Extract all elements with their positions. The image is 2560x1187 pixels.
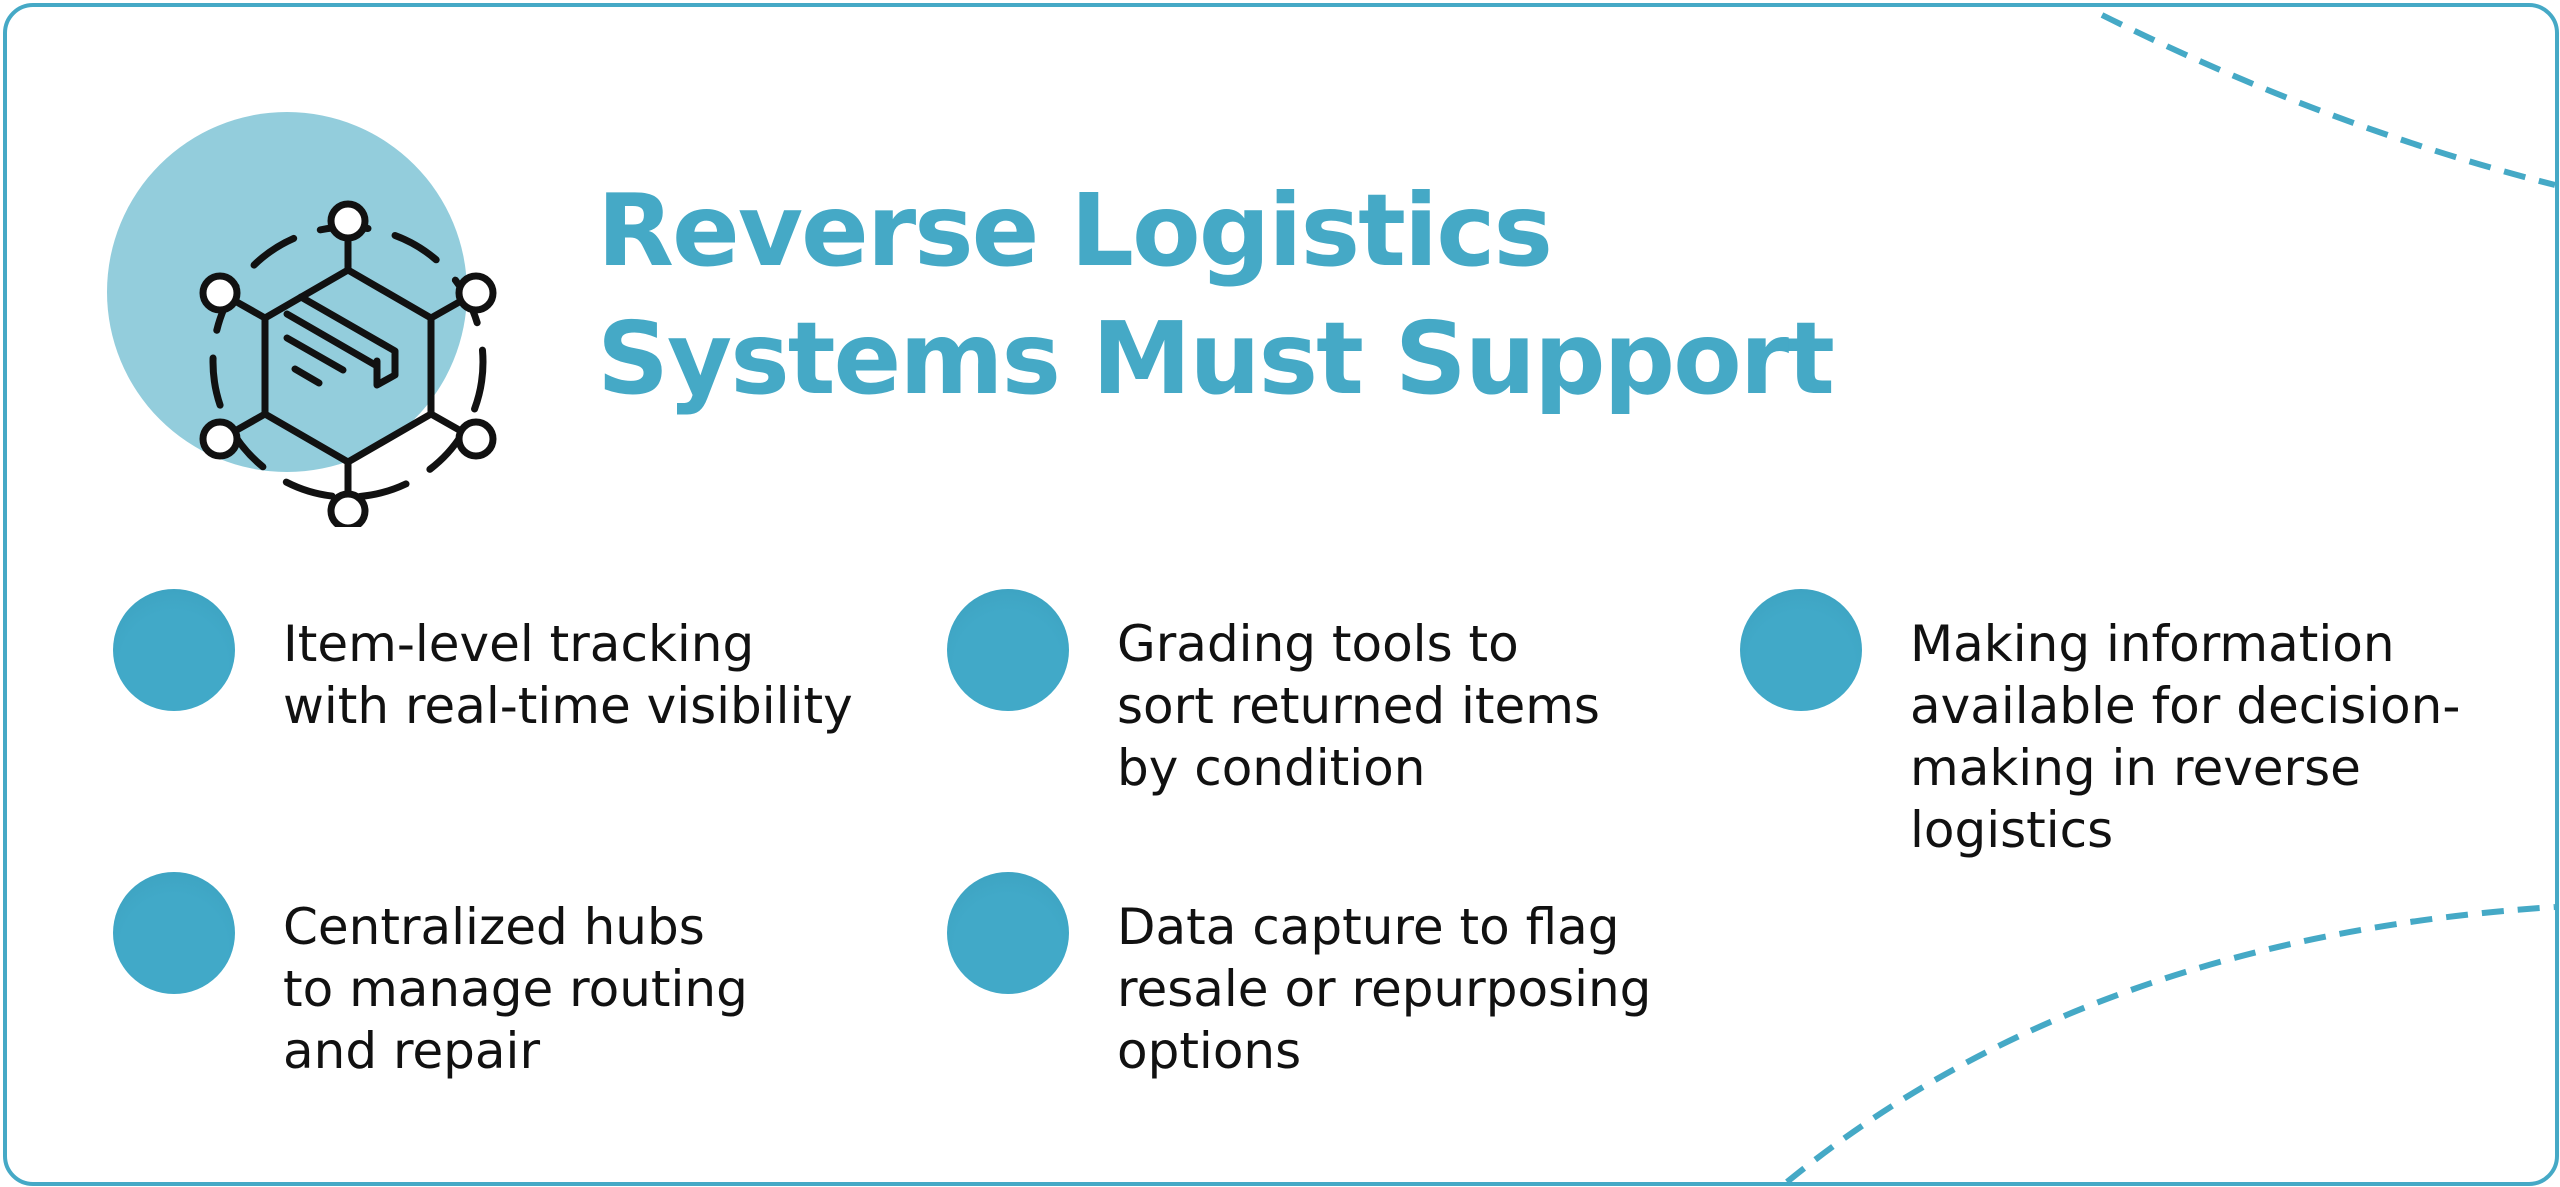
list-item-text: Item-level tracking with real-time visib… (283, 615, 853, 735)
list-item-text: Centralized hubs to manage routing and r… (283, 898, 748, 1080)
list-item: Centralized hubs to manage routing and r… (113, 872, 748, 1082)
list-item-text: Data capture to flag resale or repurposi… (1117, 898, 1652, 1080)
bullet-circle (113, 872, 235, 994)
title-line-2: Systems Must Support (597, 300, 1835, 417)
list-item: Item-level tracking with real-time visib… (113, 589, 853, 737)
bottom-right-dashed-arc (1785, 904, 2555, 1182)
bullet-circle (1740, 589, 1862, 711)
list-item: Making information available for decisio… (1740, 589, 2460, 861)
title-line-1: Reverse Logistics (597, 172, 1553, 289)
list-item: Data capture to flag resale or repurposi… (947, 872, 1651, 1082)
infographic-card: Reverse Logistics Systems Must Support I… (3, 3, 2559, 1186)
top-right-dashed-arc (2100, 12, 2555, 188)
bullet-circle (113, 589, 235, 711)
bullet-circle (947, 872, 1069, 994)
page-title: Reverse Logistics Systems Must Support (597, 167, 1835, 423)
list-item-text: Grading tools to sort returned items by … (1117, 615, 1600, 797)
list-item: Grading tools to sort returned items by … (947, 589, 1600, 799)
list-item-text: Making information available for decisio… (1910, 615, 2461, 859)
network-box-icon (107, 112, 497, 527)
bullet-circle (947, 589, 1069, 711)
